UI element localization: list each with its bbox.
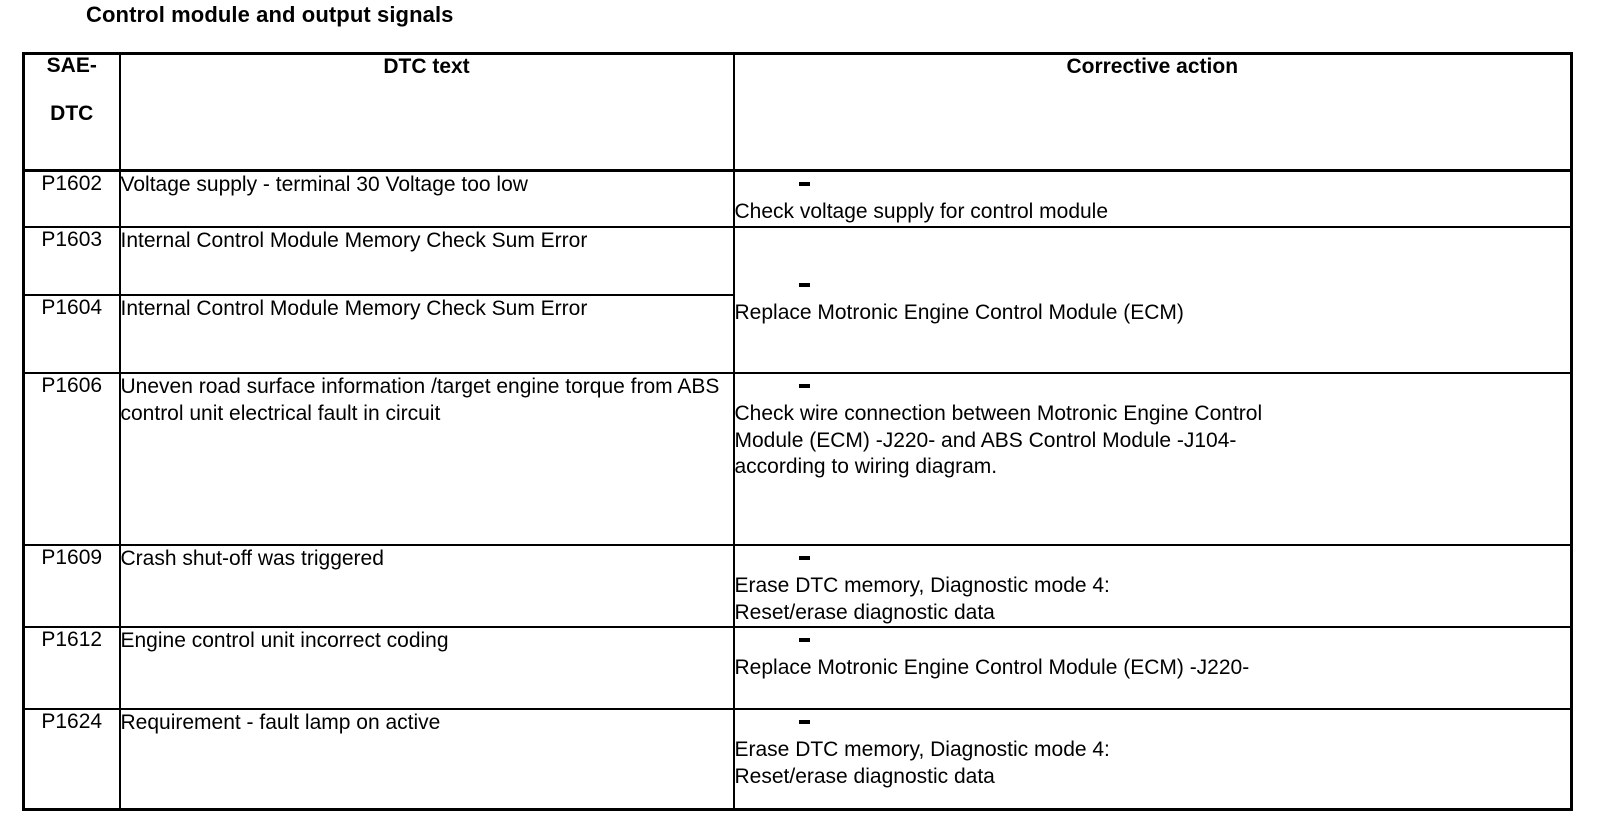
- corrective-action-line: Replace Motronic Engine Control Module (…: [734, 656, 1250, 680]
- table-row: P1609 Crash shut-off was triggered Erase…: [22, 543, 1573, 629]
- corrective-action-line: Check voltage supply for control module: [734, 199, 1109, 223]
- corrective-action-line: Replace Motronic Engine Control Module (…: [734, 300, 1184, 324]
- dtc-table-wrapper: SAE- DTC DTC text Corrective action P160…: [22, 52, 1573, 812]
- corrective-action-item: Replace Motronic Engine Control Module (…: [735, 629, 1571, 682]
- cell-dtc-text: Voltage supply - terminal 30 Voltage too…: [118, 169, 735, 228]
- cell-corrective-action: Check wire connection between Motronic E…: [732, 371, 1573, 546]
- table-row: P1606 Uneven road surface information /t…: [22, 371, 1573, 546]
- corrective-action-line: Erase DTC memory, Diagnostic mode 4:: [734, 573, 1110, 597]
- corrective-action-line: Reset/erase diagnostic data: [734, 600, 995, 624]
- dash-bullet-icon: [798, 720, 810, 725]
- corrective-action-line: Erase DTC memory, Diagnostic mode 4:: [734, 738, 1110, 762]
- cell-corrective-action: Erase DTC memory, Diagnostic mode 4: Res…: [732, 708, 1573, 811]
- table-row: P1624 Requirement - fault lamp on active…: [22, 708, 1573, 811]
- cell-corrective-action-merged: Replace Motronic Engine Control Module (…: [732, 225, 1573, 374]
- corrective-action-item: Erase DTC memory, Diagnostic mode 4: Res…: [735, 547, 1571, 627]
- cell-sae-dtc: P1609: [22, 543, 121, 629]
- cell-sae-dtc: P1612: [22, 626, 121, 711]
- table-row: P1612 Engine control unit incorrect codi…: [22, 626, 1573, 711]
- cell-dtc-text: Internal Control Module Memory Check Sum…: [118, 225, 735, 296]
- column-header-sae-dtc: SAE- DTC: [22, 52, 121, 172]
- corrective-action-text: Check wire connection between Motronic E…: [735, 401, 1571, 482]
- cell-sae-dtc: P1604: [22, 293, 121, 374]
- cell-sae-dtc: P1602: [22, 169, 121, 228]
- cell-sae-dtc: P1606: [22, 371, 121, 546]
- dash-bullet-icon: [798, 182, 810, 186]
- dtc-table: SAE- DTC DTC text Corrective action P160…: [22, 52, 1573, 812]
- table-body: P1602 Voltage supply - terminal 30 Volta…: [22, 169, 1573, 811]
- sae-dtc-header-line-2: DTC: [50, 102, 94, 126]
- cell-dtc-text: Engine control unit incorrect coding: [118, 626, 735, 711]
- corrective-action-text: Erase DTC memory, Diagnostic mode 4: Res…: [735, 573, 1571, 627]
- corrective-action-item: Replace Motronic Engine Control Module (…: [735, 274, 1571, 327]
- column-header-dtc-text: DTC text: [118, 52, 735, 172]
- cell-dtc-text: Internal Control Module Memory Check Sum…: [118, 293, 735, 374]
- cell-dtc-text: Crash shut-off was triggered: [118, 543, 735, 629]
- corrective-action-text: Replace Motronic Engine Control Module (…: [735, 300, 1571, 327]
- cell-corrective-action: Erase DTC memory, Diagnostic mode 4: Res…: [732, 543, 1573, 629]
- cell-sae-dtc: P1624: [22, 708, 121, 811]
- corrective-action-text: Erase DTC memory, Diagnostic mode 4: Res…: [735, 737, 1571, 791]
- dash-bullet-icon: [798, 638, 810, 643]
- corrective-action-line: Check wire connection between Motronic E…: [734, 401, 1263, 425]
- corrective-action-line: Module (ECM) -J220- and ABS Control Modu…: [734, 428, 1237, 452]
- corrective-action-line: Reset/erase diagnostic data: [734, 765, 995, 789]
- dash-bullet-icon: [798, 383, 810, 388]
- cell-corrective-action: Replace Motronic Engine Control Module (…: [732, 626, 1573, 711]
- corrective-action-item: Erase DTC memory, Diagnostic mode 4: Res…: [735, 711, 1571, 791]
- cell-dtc-text: Requirement - fault lamp on active: [118, 708, 735, 811]
- corrective-action-line: according to wiring diagram.: [734, 455, 998, 479]
- table-row: P1604 Internal Control Module Memory Che…: [22, 293, 1572, 374]
- dash-bullet-icon: [798, 282, 810, 287]
- corrective-action-item: Check voltage supply for control module: [735, 173, 1571, 226]
- page-title: Control module and output signals: [86, 2, 454, 27]
- column-header-corrective-action: Corrective action: [732, 52, 1573, 172]
- corrective-action-text: Check voltage supply for control module: [735, 199, 1571, 226]
- sae-dtc-header-line-1: SAE-: [46, 54, 97, 77]
- corrective-action-text: Replace Motronic Engine Control Module (…: [735, 655, 1571, 682]
- table-header-row: SAE- DTC DTC text Corrective action: [22, 52, 1573, 172]
- corrective-action-item: Check wire connection between Motronic E…: [735, 375, 1571, 482]
- cell-dtc-text: Uneven road surface information /target …: [118, 371, 735, 546]
- cell-corrective-action: Check voltage supply for control module: [732, 169, 1573, 228]
- table-row: P1603 Internal Control Module Memory Che…: [22, 225, 1573, 374]
- dash-bullet-icon: [798, 555, 810, 560]
- cell-sae-dtc: P1603: [22, 225, 121, 296]
- table-row: P1602 Voltage supply - terminal 30 Volta…: [22, 169, 1573, 228]
